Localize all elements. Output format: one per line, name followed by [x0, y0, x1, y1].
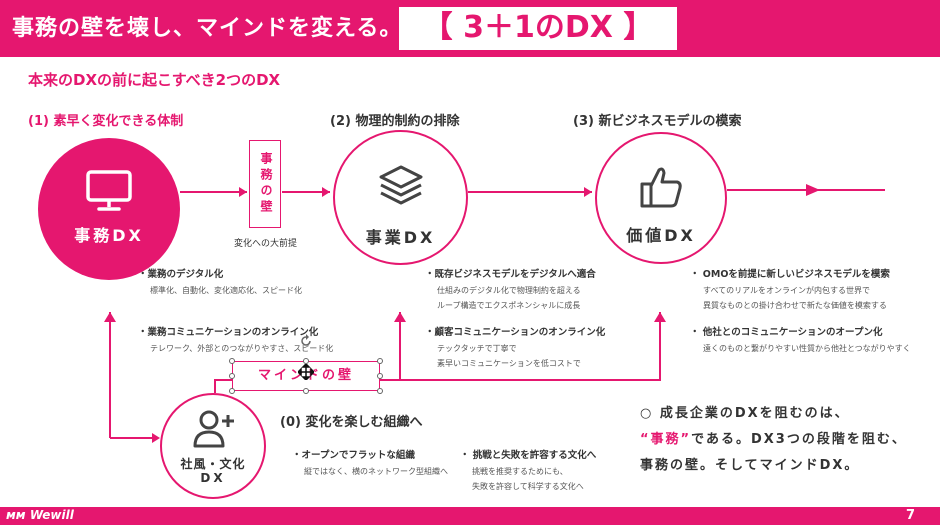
kachi-dx-label: 価値DX [626, 226, 696, 245]
summary-line2-rest: である。DX3つの段階を阻む、 [691, 432, 907, 447]
jimu-dx-label: 事務DX [74, 226, 144, 245]
resize-handle-left[interactable] [229, 373, 235, 379]
user-plus-icon [193, 410, 234, 448]
culture-dx-circle: 社風・文化 DX [160, 393, 266, 499]
slide-title: 事務の壁を壊し、マインドを変える。 [12, 16, 403, 41]
s1-item2-detail: テレワーク、外部とのつながりやすさ、スピード化 [150, 344, 334, 353]
s2-item1-bullet: ・既存ビジネスモデルをデジタルへ適合 [425, 269, 596, 280]
s1-item1-detail: 標準化、自動化、変化適応化、スピード化 [150, 286, 302, 295]
thumbs-up-icon [640, 167, 682, 208]
monitor-icon [86, 170, 132, 211]
kachi-dx-circle: 価値DX [595, 132, 727, 264]
summary-highlight: “事務” [640, 432, 692, 447]
resize-handle-top-right[interactable] [377, 358, 383, 364]
rotate-handle-icon[interactable] [299, 334, 313, 348]
s2-item2-bullet: ・顧客コミュニケーションのオンライン化 [425, 327, 606, 338]
company-logo: ᴍᴍ Wewill [6, 508, 74, 522]
resize-handle-bottom[interactable] [303, 388, 309, 394]
s0-item2-detail2: 失敗を許容して科学する文化へ [472, 482, 584, 491]
culture-dx-label-line2: DX [200, 471, 226, 485]
section1-heading: (1) 素早く変化できる体制 [28, 114, 184, 129]
s2-item1-detail1: 仕組みのデジタル化で物理制約を超える [437, 286, 581, 295]
s2-item1-detail2: ループ構造でエクスポネンシャルに成長 [437, 301, 581, 310]
page-number: 7 [906, 508, 916, 523]
s2-item2-detail2: 素早いコミュニケーションを低コストで [437, 359, 581, 368]
resize-handle-bottom-left[interactable] [229, 388, 235, 394]
jigyo-dx-circle: 事業DX [333, 130, 468, 265]
resize-handle-right[interactable] [377, 373, 383, 379]
culture-dx-label-line1: 社風・文化 [180, 457, 246, 471]
footer-bar [0, 507, 940, 525]
summary-line1: ○ 成長企業のDXを阻むのは、 [640, 406, 850, 421]
resize-handle-top-left[interactable] [229, 358, 235, 364]
s1-item2-bullet: ・業務コミュニケーションのオンライン化 [138, 327, 319, 338]
summary-line3: 事務の壁。そしてマインドDX。 [640, 458, 860, 473]
s1-item1-bullet: ・業務のデジタル化 [138, 269, 224, 280]
jigyo-dx-label: 事業DX [365, 228, 436, 247]
s0-item2-detail1: 挑戦を推奨するためにも、 [472, 467, 568, 476]
slide-subtitle: 本来のDXの前に起こすべき2つのDX [28, 71, 281, 89]
jimu-wall-box: 事務の壁 [249, 140, 281, 228]
summary-line2: “事務”である。DX3つの段階を阻む、 [640, 427, 907, 453]
s0-item1-bullet: ・オープンでフラットな組織 [292, 450, 415, 461]
s3-item1-detail1: すべてのリアルをオンラインが内包する世界で [703, 286, 871, 295]
s3-item2-bullet: ・ 他社とのコミュニケーションのオープン化 [690, 327, 883, 338]
s0-item2-bullet: ・ 挑戦と失敗を許容する文化へ [460, 450, 597, 461]
jimu-dx-circle: 事務DX [38, 138, 180, 280]
s3-item2-detail1: 遠くのものと繋がりやすい性質から他社とつながりやすく [703, 344, 911, 353]
s0-item1-detail: 縦ではなく、横のネットワーク型組織へ [304, 467, 448, 476]
summary-text: ○ 成長企業のDXを阻むのは、 “事務”である。DX3つの段階を阻む、 事務の壁… [640, 401, 907, 479]
section0-heading: (0) 変化を楽しむ組織へ [280, 415, 423, 430]
s2-item2-detail1: テックタッチで丁寧で [437, 344, 517, 353]
layers-icon [379, 165, 423, 205]
section2-heading: (2) 物理的制約の排除 [330, 114, 460, 129]
title-badge: 【 3＋1のDX 】 [397, 5, 679, 52]
resize-handle-bottom-right[interactable] [377, 388, 383, 394]
move-cursor-icon [298, 364, 314, 380]
logo-text: Wewill [29, 508, 74, 522]
logo-mark-icon: ᴍᴍ [6, 508, 26, 522]
section3-heading: (3) 新ビジネスモデルの模索 [573, 114, 742, 129]
s3-item1-detail2: 異質なものとの掛け合わせで新たな価値を模索する [703, 301, 887, 310]
wall-caption: 変化への大前提 [234, 239, 298, 249]
s3-item1-bullet: ・ OMOを前提に新しいビジネスモデルを模索 [690, 269, 890, 280]
